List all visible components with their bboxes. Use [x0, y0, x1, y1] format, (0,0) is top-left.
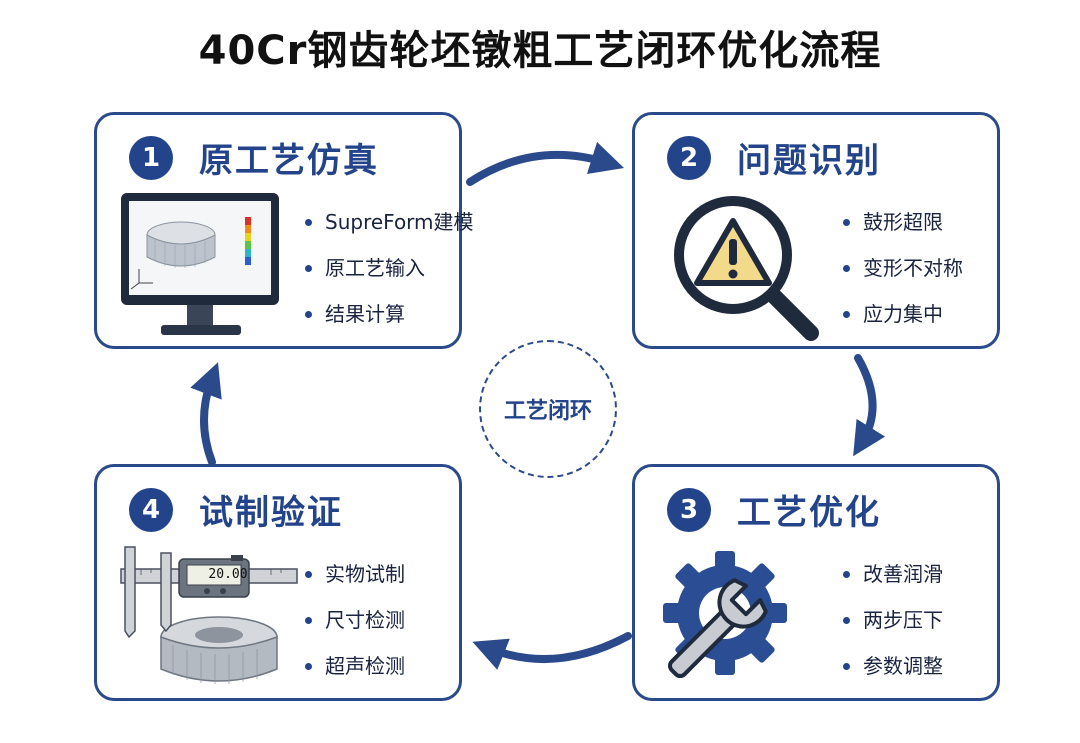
- list-item: 鼓形超限: [843, 199, 963, 245]
- step-number-badge: 1: [129, 135, 173, 180]
- list-item: 变形不对称: [843, 245, 963, 291]
- list-item: 应力集中: [843, 291, 963, 337]
- magnifier-warning-icon: [673, 195, 823, 349]
- list-item: 尺寸检测: [305, 597, 405, 643]
- caliper-reading: 20.00: [208, 567, 248, 582]
- list-item: 原工艺输入: [305, 245, 474, 291]
- step-title: 原工艺仿真: [199, 141, 379, 181]
- list-item: 超声检测: [305, 643, 405, 689]
- step-4-header: 4 试制验证: [129, 485, 343, 534]
- step-number-badge: 2: [667, 135, 711, 180]
- step-card-4: 4 试制验证: [94, 464, 462, 701]
- step-2-header: 2 问题识别: [667, 133, 881, 182]
- step-card-1: 1 原工艺仿真 SupreForm建模: [94, 112, 474, 351]
- list-item: 结果计算: [305, 291, 474, 337]
- page-title: 40Cr钢齿轮坯镦粗工艺闭环优化流程: [198, 28, 882, 74]
- monitor-simulation-icon: [119, 187, 289, 351]
- center-loop-label: 工艺闭环: [479, 340, 617, 478]
- step-number-badge: 4: [129, 487, 173, 532]
- step-3-bullets: 改善润滑 两步压下 参数调整: [843, 551, 943, 689]
- arrow-3-to-4: [472, 632, 632, 670]
- list-item: SupreForm建模: [305, 199, 474, 245]
- step-title: 试制验证: [199, 493, 343, 533]
- arrow-4-to-1: [190, 362, 222, 466]
- arrow-1-to-2: [466, 141, 625, 186]
- gear-wrench-icon: [659, 547, 819, 701]
- caliper-workpiece-icon: 20.00: [111, 541, 301, 705]
- arrow-2-to-3: [853, 354, 886, 457]
- step-3-header: 3 工艺优化: [667, 485, 881, 534]
- list-item: 参数调整: [843, 643, 943, 689]
- step-1-header: 1 原工艺仿真: [129, 133, 379, 182]
- step-1-bullets: SupreForm建模 原工艺输入 结果计算: [305, 199, 474, 337]
- list-item: 两步压下: [843, 597, 943, 643]
- list-item: 改善润滑: [843, 551, 943, 597]
- step-title: 工艺优化: [737, 493, 881, 533]
- step-2-bullets: 鼓形超限 变形不对称 应力集中: [843, 199, 963, 337]
- step-card-3: 3 工艺优化: [632, 464, 1000, 701]
- step-card-2: 2 问题识别 鼓形超限 变形不对称 应力集中: [632, 112, 1000, 349]
- step-4-bullets: 实物试制 尺寸检测 超声检测: [305, 551, 405, 689]
- step-title: 问题识别: [737, 141, 881, 181]
- step-number-badge: 3: [667, 487, 711, 532]
- list-item: 实物试制: [305, 551, 405, 597]
